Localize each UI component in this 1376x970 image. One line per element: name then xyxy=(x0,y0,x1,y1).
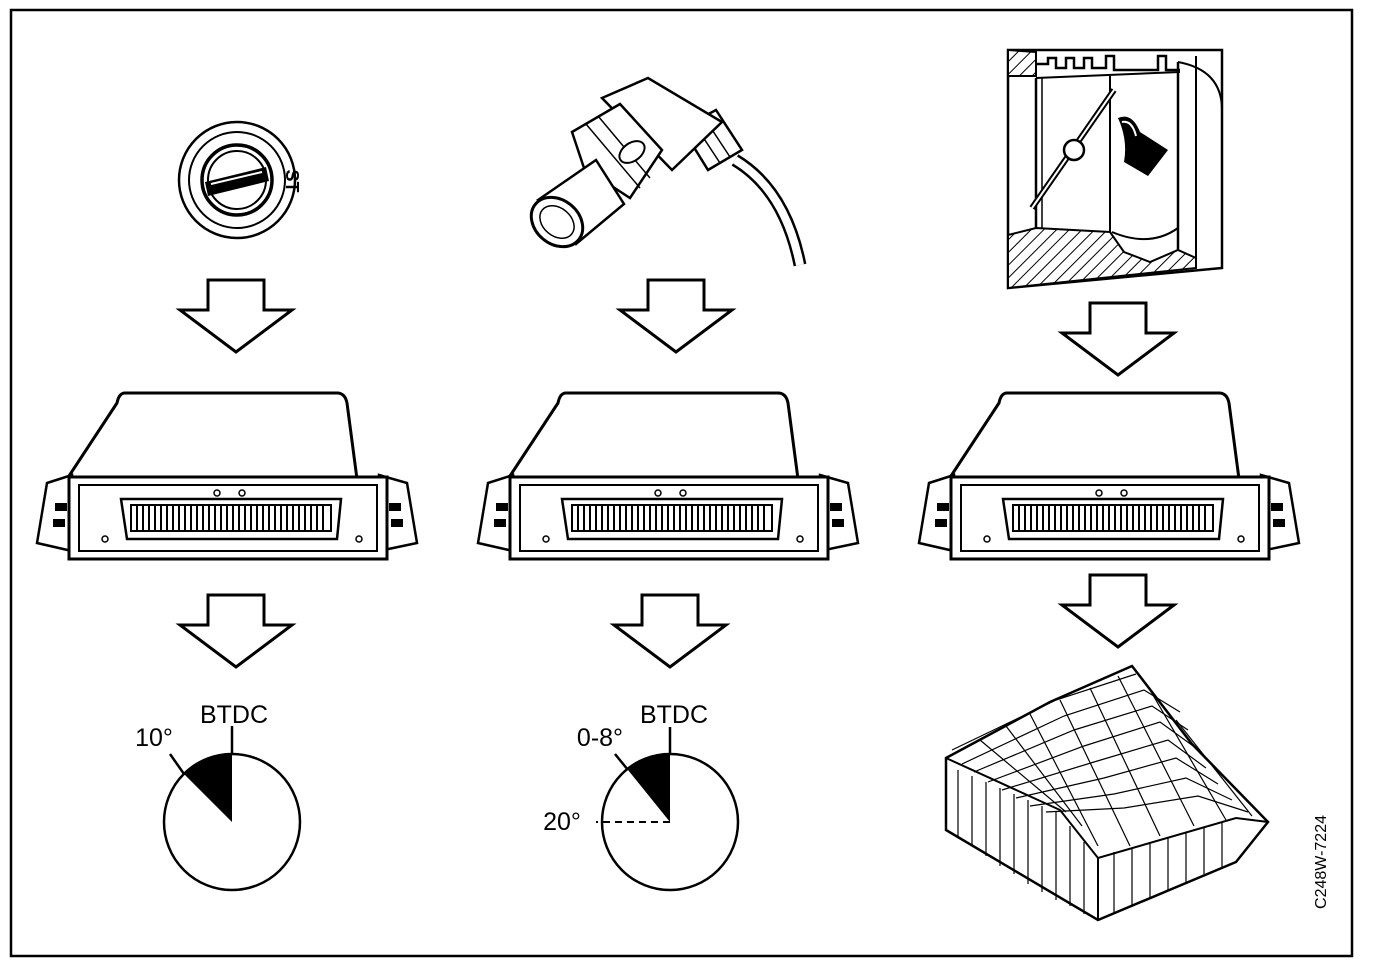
down-arrow xyxy=(615,278,737,354)
figure-frame xyxy=(9,8,1354,958)
down-arrow xyxy=(1057,301,1179,377)
timing-dial-sensor: BTDC 0-8° 20° xyxy=(543,701,740,892)
btdc-label: BTDC xyxy=(640,701,708,729)
ignition-map-3d xyxy=(944,664,1270,922)
down-arrow xyxy=(609,593,731,669)
advance-label: 10° xyxy=(135,724,173,752)
control-unit xyxy=(917,391,1301,561)
switch-start-label: ST xyxy=(282,169,302,192)
throttle-body xyxy=(1006,48,1224,290)
crankshaft-sensor xyxy=(529,76,807,267)
control-unit xyxy=(476,391,860,561)
figure-code: C248W-7224 xyxy=(1313,815,1330,909)
btdc-label: BTDC xyxy=(200,701,268,729)
down-arrow xyxy=(175,593,297,669)
control-unit xyxy=(35,391,419,561)
retard-label: 20° xyxy=(543,808,581,836)
ignition-switch: ST xyxy=(177,120,302,240)
advance-range-label: 0-8° xyxy=(577,724,623,752)
down-arrow xyxy=(1057,573,1179,649)
timing-dial-ignition: BTDC 10° xyxy=(135,701,302,892)
down-arrow xyxy=(175,278,297,354)
